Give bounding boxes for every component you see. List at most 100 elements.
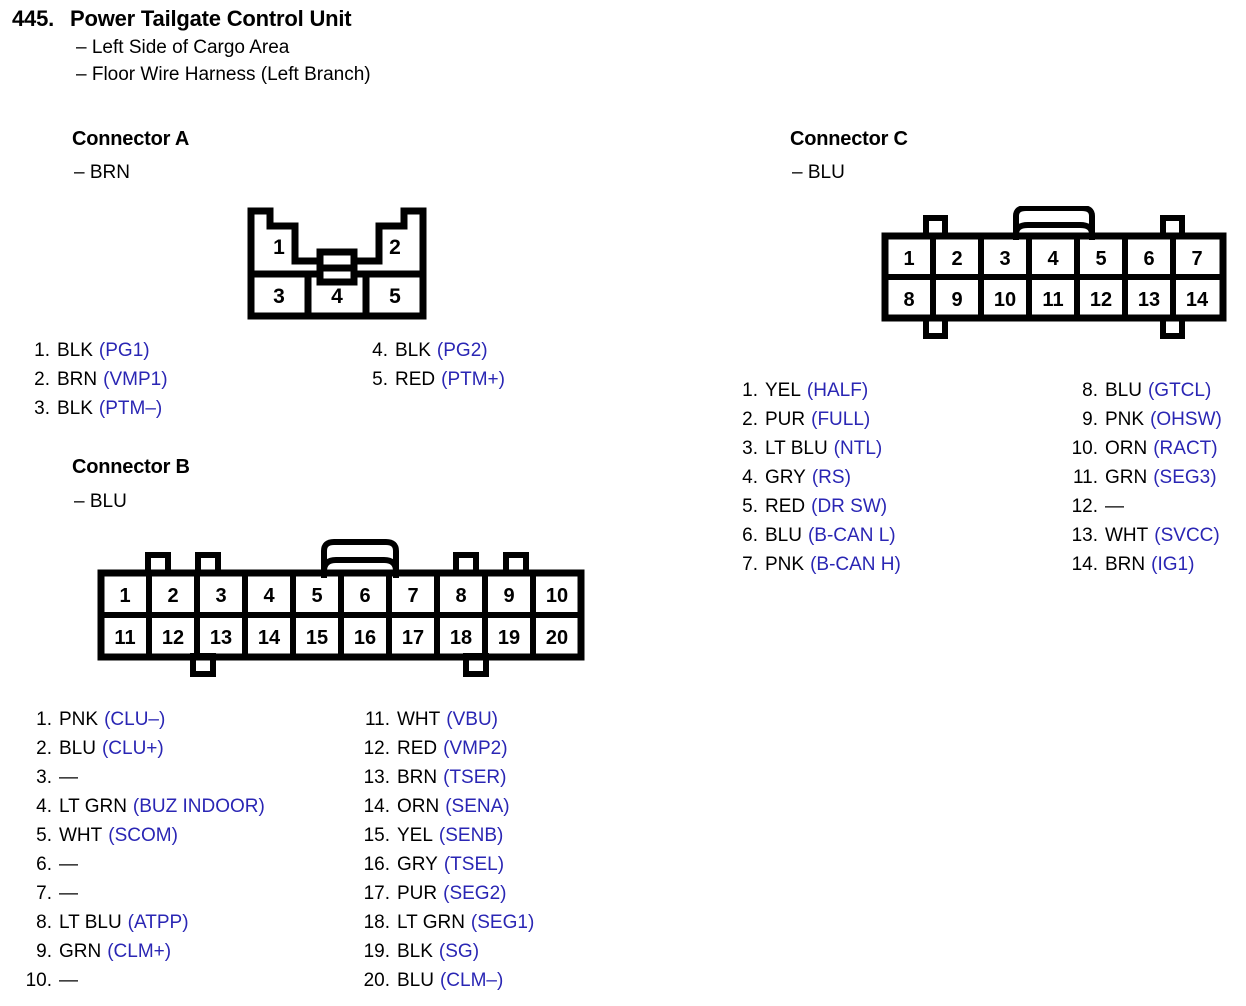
connector-b-pin-label-13: 13 <box>210 627 232 649</box>
pin-signal-name: (B-CAN H) <box>810 554 901 575</box>
pin-signal-name: (SEG3) <box>1153 467 1217 488</box>
pin-wire-color: WHT <box>59 825 103 846</box>
pin-row: 18. LT GRN (SEG1) <box>352 912 535 941</box>
connector-b-pin-label-7: 7 <box>407 585 418 607</box>
pin-number: 2. <box>36 738 52 759</box>
pin-row: 17. PUR (SEG2) <box>352 883 534 912</box>
pin-number: 4. <box>372 340 388 361</box>
pin-signal-name: (TSER) <box>443 767 507 788</box>
pin-signal-name: (ATPP) <box>127 912 189 933</box>
pin-wire-color: — <box>59 883 78 904</box>
pin-signal-name: (CLM–) <box>439 970 504 991</box>
pin-row: 14. BRN (IG1) <box>1060 554 1222 583</box>
section-number: 445. <box>12 6 55 31</box>
pin-wire-color: BLU <box>59 738 96 759</box>
pin-wire-color: RED <box>395 369 436 390</box>
pin-signal-name: (RS) <box>811 467 851 488</box>
pin-row: 6. BLU (B-CAN L) <box>728 525 901 554</box>
pin-wire-color: — <box>59 767 78 788</box>
connector-c-pinlist-left: 1. YEL (HALF) 2. PUR (FULL) 3. LT BLU (N… <box>728 380 901 583</box>
pin-wire-color: LT GRN <box>59 796 127 817</box>
pin-number: 8. <box>1082 380 1098 401</box>
pin-number: 9. <box>1082 409 1098 430</box>
pin-wire-color: RED <box>397 738 438 759</box>
pin-signal-name: (TSEL) <box>443 854 505 875</box>
pin-number: 10. <box>1071 438 1098 459</box>
pin-wire-color: LT BLU <box>765 438 828 459</box>
pin-row: 10. ORN (RACT) <box>1060 438 1222 467</box>
pin-signal-name: (B-CAN L) <box>807 525 896 546</box>
pin-row: 6. — <box>14 854 265 883</box>
pin-wire-color: BRN <box>397 767 438 788</box>
connector-a-pin-label-5: 5 <box>389 285 401 308</box>
connector-b-diagram: 1 2 3 4 5 6 7 8 9 10 11 12 13 14 15 16 1… <box>96 538 586 690</box>
pin-number: 1. <box>34 340 50 361</box>
connector-b-pin-label-11: 11 <box>114 627 135 649</box>
pin-wire-color: ORN <box>1105 438 1148 459</box>
pin-number: 14. <box>1071 554 1098 575</box>
pin-number: 11. <box>1072 467 1098 488</box>
pin-wire-color: — <box>59 970 78 991</box>
pin-wire-color: LT GRN <box>397 912 465 933</box>
section-title-text: Power Tailgate Control Unit <box>70 6 352 31</box>
page-header: 445. Power Tailgate Control Unit – Left … <box>12 6 792 86</box>
pin-signal-name: (SENB) <box>438 825 504 846</box>
pin-number: 7. <box>742 554 758 575</box>
pin-number: 18. <box>363 912 390 933</box>
connector-c-pin-label-8: 8 <box>903 289 914 311</box>
pin-wire-color: BLK <box>397 941 433 962</box>
pin-wire-color: — <box>59 854 78 875</box>
connector-b-pin-label-14: 14 <box>258 627 281 649</box>
connector-c-title: Connector C <box>790 128 908 150</box>
pin-row: 3. BLK (PTM–) <box>20 398 168 427</box>
pin-number: 4. <box>36 796 52 817</box>
pin-wire-color: BLK <box>57 398 93 419</box>
pin-row: 12. — <box>1060 496 1222 525</box>
connector-c-diagram: 1 2 3 4 5 6 7 8 9 10 11 12 13 14 <box>880 206 1228 348</box>
pin-row: 5. RED (DR SW) <box>728 496 901 525</box>
pin-wire-color: GRN <box>1105 467 1148 488</box>
connector-c-pin-label-3: 3 <box>999 248 1010 270</box>
pin-wire-color: PNK <box>59 709 99 730</box>
pin-row: 2. PUR (FULL) <box>728 409 901 438</box>
connector-b-pin-label-8: 8 <box>455 585 466 607</box>
connector-b-pin-label-1: 1 <box>119 585 130 607</box>
pin-number: 16. <box>363 854 390 875</box>
pin-wire-color: BRN <box>57 369 98 390</box>
pin-signal-name: (CLU–) <box>104 709 166 730</box>
pin-row: 13. BRN (TSER) <box>352 767 534 796</box>
connector-a-subtitle: – BRN <box>74 162 130 183</box>
connector-c-pinlist-right: 8. BLU (GTCL) 9. PNK (OHSW) 10. ORN (RAC… <box>1060 380 1222 583</box>
pin-number: 12. <box>363 738 390 759</box>
pin-wire-color: RED <box>765 496 806 517</box>
pin-signal-name: (VBU) <box>446 709 498 730</box>
header-subline-harness: – Floor Wire Harness (Left Branch) <box>76 64 371 85</box>
pin-number: 19. <box>363 941 390 962</box>
connector-c-subtitle: – BLU <box>792 162 845 183</box>
connector-c-pin-label-2: 2 <box>951 248 962 270</box>
connector-b-pinlist-left: 1. PNK (CLU–) 2. BLU (CLU+) 3. — 4. LT G… <box>14 709 265 999</box>
connector-b-pin-label-4: 4 <box>263 585 275 607</box>
pin-wire-color: WHT <box>1105 525 1149 546</box>
pin-wire-color: ORN <box>397 796 440 817</box>
pin-number: 9. <box>36 941 52 962</box>
connector-c-pin-label-5: 5 <box>1095 248 1106 270</box>
pin-row: 9. GRN (CLM+) <box>14 941 265 970</box>
connector-b-pin-label-9: 9 <box>503 585 514 607</box>
connector-b-pin-label-20: 20 <box>546 627 568 649</box>
connector-a-pinlist-right: 4. BLK (PG2) 5. RED (PTM+) <box>358 340 505 398</box>
pin-signal-name: (FULL) <box>811 409 871 430</box>
pin-row: 4. BLK (PG2) <box>358 340 505 369</box>
pin-signal-name: (BUZ INDOOR) <box>132 796 265 817</box>
pin-number: 15. <box>363 825 390 846</box>
pin-row: 1. PNK (CLU–) <box>14 709 265 738</box>
connector-c-pin-label-4: 4 <box>1047 248 1059 270</box>
pin-number: 5. <box>742 496 758 517</box>
pin-wire-color: LT BLU <box>59 912 122 933</box>
pin-signal-name: (CLM+) <box>107 941 172 962</box>
pin-row: 1. YEL (HALF) <box>728 380 901 409</box>
connector-b-pin-label-15: 15 <box>306 627 328 649</box>
connector-b-pin-label-5: 5 <box>311 585 322 607</box>
pin-wire-color: BLU <box>765 525 802 546</box>
pin-wire-color: — <box>1105 496 1124 517</box>
